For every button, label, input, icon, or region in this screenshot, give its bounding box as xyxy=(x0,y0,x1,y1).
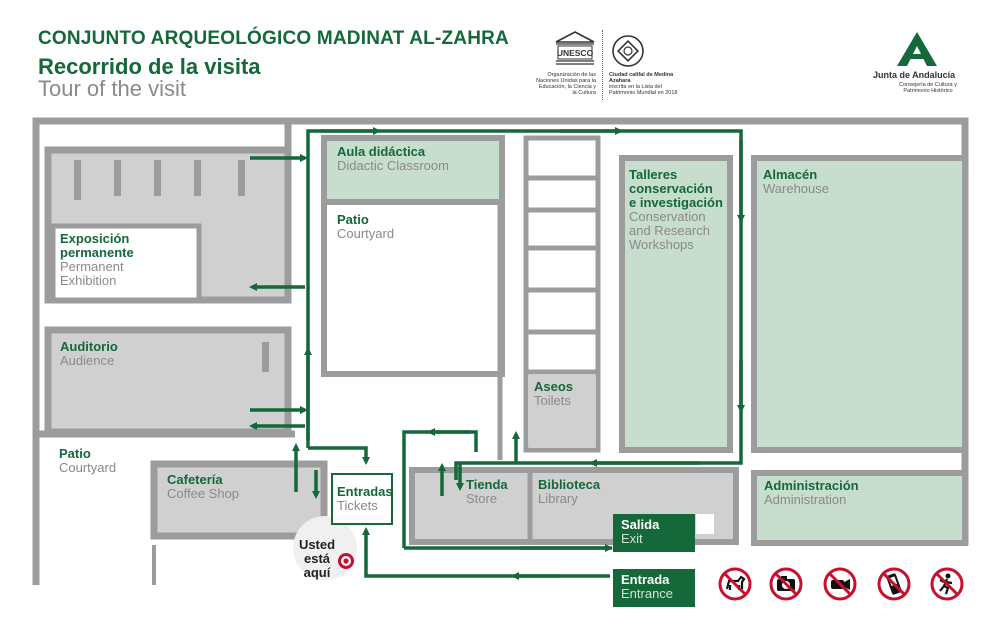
aseos-room xyxy=(529,375,595,448)
heritage-caption-text: inscrita en la Lista del Patrimonio Mund… xyxy=(609,84,678,96)
aula-block xyxy=(321,135,505,377)
administracion-block xyxy=(751,470,968,546)
logo-divider xyxy=(602,30,603,100)
junta-department: Consejería de Cultura y Patrimonio Histó… xyxy=(899,82,957,94)
auditorio-block xyxy=(44,326,292,436)
unesco-logo: UNESCO xyxy=(555,31,595,65)
unesco-caption: Organización de las Naciones Unidas para… xyxy=(536,72,596,96)
no-photography-icon xyxy=(769,567,803,601)
talleres-block xyxy=(619,155,733,453)
world-heritage-emblem xyxy=(612,35,644,67)
page-title: Recorrido de la visita xyxy=(38,54,261,79)
site-name: CONJUNTO ARQUEOLÓGICO MADINAT AL-ZAHRA xyxy=(38,28,509,49)
page-subtitle: Tour of the visit xyxy=(38,76,186,101)
junta-name: Junta de Andalucía xyxy=(873,70,956,80)
no-mobile-phone-icon xyxy=(877,567,911,601)
unesco-emblem-text: UNESCO xyxy=(557,48,594,58)
cafeteria-block xyxy=(150,460,328,540)
almacen-block xyxy=(751,155,968,453)
no-video-camera-icon xyxy=(823,567,857,601)
heritage-caption: Ciudad califal de Medina Azahara inscrit… xyxy=(609,72,689,96)
room-label-talleres: Talleres conservación e investigación Co… xyxy=(629,167,723,252)
no-dogs-icon xyxy=(718,567,752,601)
you-are-here-label: Usted está aquí xyxy=(298,537,336,580)
heritage-caption-title: Ciudad califal de Medina Azahara xyxy=(609,72,674,84)
no-climbing-icon xyxy=(930,567,964,601)
exposicion-block xyxy=(44,146,292,304)
room-label-exposicion: Exposición permanente Permanent Exhibiti… xyxy=(60,231,134,288)
junta-andalucia-logo xyxy=(897,32,937,66)
tour-route xyxy=(249,127,745,580)
you-are-here-icon xyxy=(338,553,354,569)
entradas-kiosk xyxy=(331,473,393,525)
